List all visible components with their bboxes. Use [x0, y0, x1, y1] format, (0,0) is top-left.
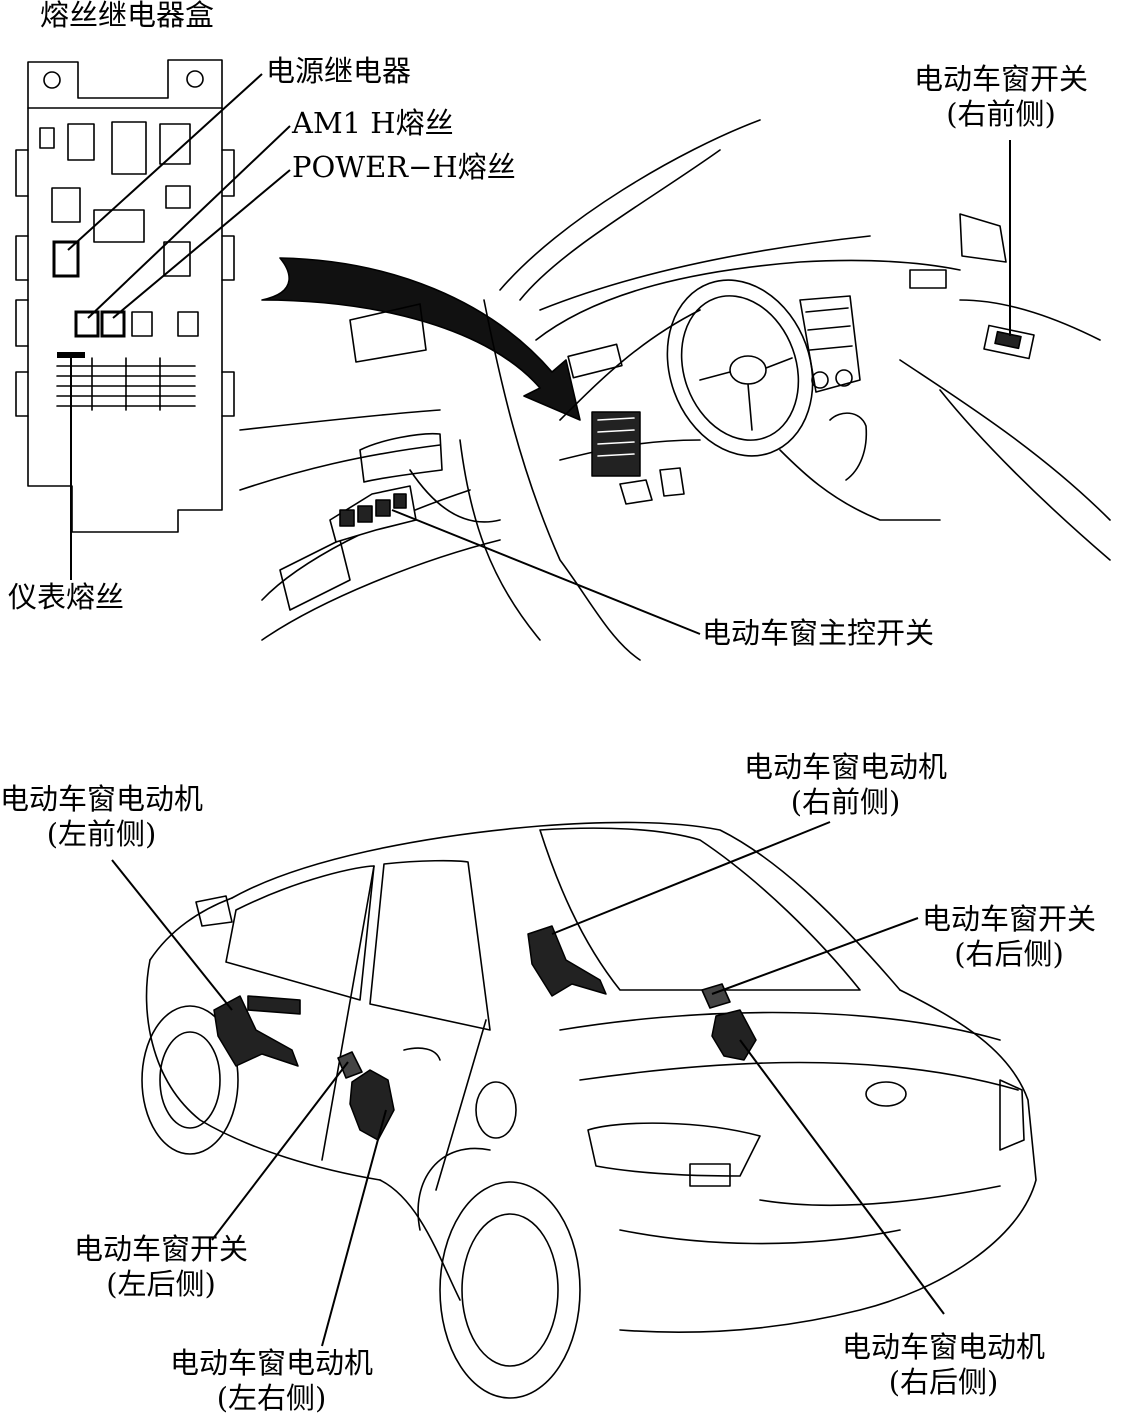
label-motor-right-front-line2: (右前侧)	[790, 785, 901, 820]
label-master-switch: 电动车窗主控开关	[702, 616, 935, 650]
car-exterior	[141, 821, 1037, 1399]
label-motor-right-rear: 电动车窗电动机 (右后侧)	[842, 1330, 1045, 1401]
label-motor-left-front: 电动车窗电动机 (左前侧)	[0, 782, 203, 853]
label-switch-right-rear-line2: (右后侧)	[954, 937, 1064, 972]
label-motor-left-front-line2: (左前侧)	[46, 817, 157, 852]
label-switch-right-rear: 电动车窗开关 (右后侧)	[922, 902, 1096, 973]
label-switch-right-front-line2: (右前侧)	[946, 97, 1056, 132]
label-power-h-fuse: POWER−H熔丝	[292, 150, 516, 184]
fuse-relay-box	[15, 59, 235, 533]
label-motor-left-rear: 电动车窗电动机 (左右侧)	[170, 1346, 373, 1417]
label-meter-fuse: 仪表熔丝	[8, 580, 125, 614]
label-motor-right-front: 电动车窗电动机 (右前侧)	[744, 750, 947, 821]
label-power-relay: 电源继电器	[266, 54, 412, 88]
label-motor-right-rear-line1: 电动车窗电动机	[842, 1330, 1046, 1364]
label-switch-right-front: 电动车窗开关 (右前侧)	[914, 62, 1088, 133]
dashboard-interior	[239, 119, 1111, 661]
label-motor-right-rear-line2: (右后侧)	[888, 1365, 999, 1400]
label-motor-right-front-line1: 电动车窗电动机	[744, 750, 948, 784]
label-switch-right-rear-line1: 电动车窗开关	[922, 902, 1097, 936]
label-switch-left-rear-line1: 电动车窗开关	[74, 1232, 249, 1266]
label-fuse-relay-box: 熔丝继电器盒	[40, 0, 215, 32]
label-motor-left-front-line1: 电动车窗电动机	[0, 782, 204, 816]
label-switch-left-rear: 电动车窗开关 (左后侧)	[74, 1232, 248, 1303]
label-motor-left-rear-line1: 电动车窗电动机	[170, 1346, 374, 1380]
label-switch-left-rear-line2: (左后侧)	[106, 1267, 216, 1302]
label-switch-right-front-line1: 电动车窗开关	[914, 62, 1089, 96]
label-motor-left-rear-line2: (左右侧)	[216, 1381, 327, 1416]
label-am1-h-fuse: AM1 H熔丝	[292, 106, 454, 140]
